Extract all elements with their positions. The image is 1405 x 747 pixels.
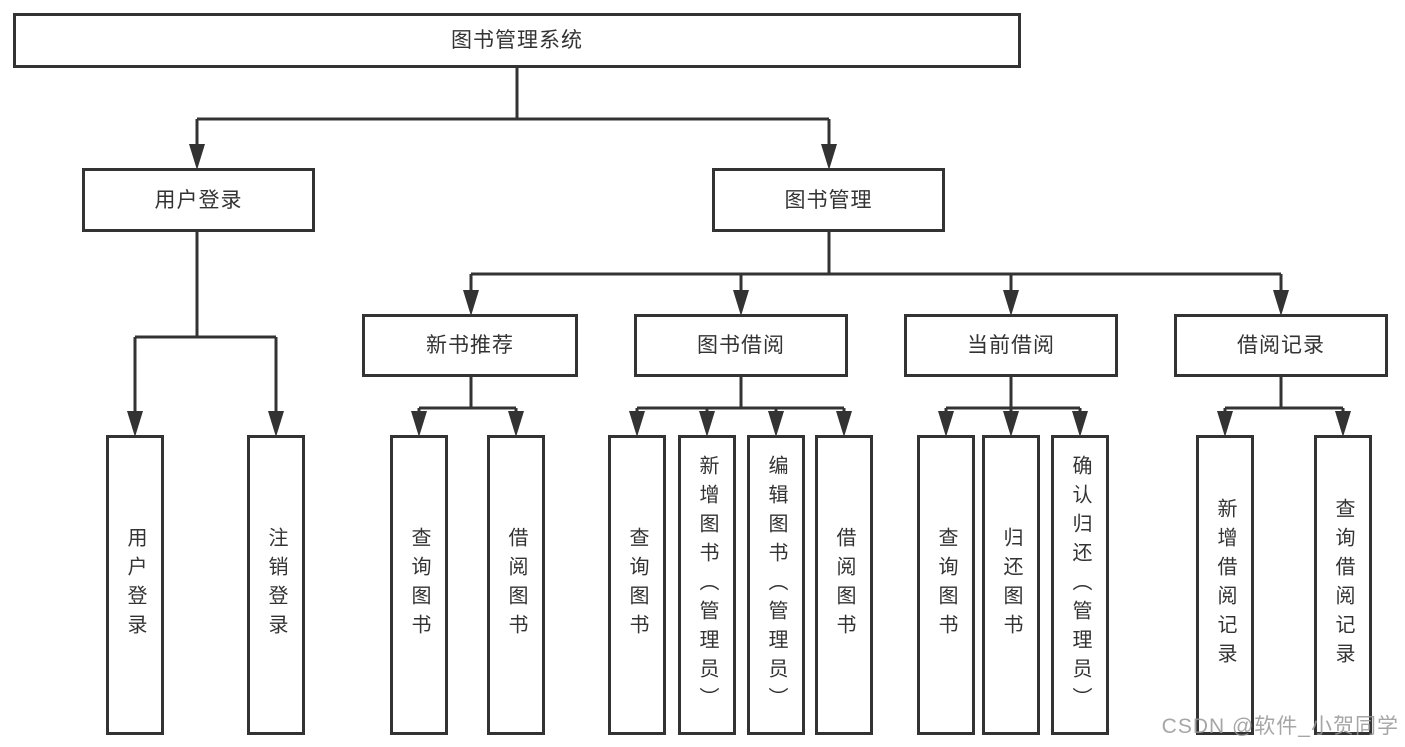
leaf-borrow-books: 借阅图书 bbox=[815, 435, 873, 735]
node-label: 归还图书 bbox=[1000, 527, 1022, 643]
csdn-watermark: CSDN @软件_小贺同学 bbox=[1161, 715, 1399, 738]
leaf-query-books-current: 查询图书 bbox=[917, 435, 975, 735]
node-label: 用户登录 bbox=[124, 527, 146, 643]
node-new-book-recommend: 新书推荐 bbox=[362, 314, 578, 377]
leaf-confirm-return-admin: 确认归还（管理员） bbox=[1051, 435, 1109, 735]
node-label: 新增借阅记录 bbox=[1214, 498, 1236, 672]
node-label: 借阅图书 bbox=[833, 527, 855, 643]
node-user-login: 用户登录 bbox=[82, 168, 315, 232]
leaf-add-book-admin: 新增图书（管理员） bbox=[678, 435, 736, 735]
node-label: 新书推荐 bbox=[426, 334, 514, 357]
node-label: 当前借阅 bbox=[967, 334, 1055, 357]
node-label: 注销登录 bbox=[265, 527, 287, 643]
node-label: 查询图书 bbox=[408, 527, 430, 643]
leaf-logout: 注销登录 bbox=[247, 435, 305, 735]
node-label: 查询借阅记录 bbox=[1332, 498, 1354, 672]
node-label: 查询图书 bbox=[935, 527, 957, 643]
node-label: 查询图书 bbox=[626, 527, 648, 643]
leaf-query-books-borrow: 查询图书 bbox=[608, 435, 666, 735]
node-label: 用户登录 bbox=[154, 188, 243, 212]
leaf-borrow-books-recommend: 借阅图书 bbox=[487, 435, 545, 735]
leaf-query-borrow-record: 查询借阅记录 bbox=[1314, 435, 1372, 735]
node-label: 图书借阅 bbox=[697, 334, 785, 357]
node-book-management: 图书管理 bbox=[712, 168, 945, 232]
leaf-return-books: 归还图书 bbox=[982, 435, 1040, 735]
node-library-management-system: 图书管理系统 bbox=[13, 13, 1021, 68]
node-current-borrow: 当前借阅 bbox=[904, 314, 1118, 377]
node-book-borrow: 图书借阅 bbox=[634, 314, 848, 377]
node-label: 图书管理系统 bbox=[451, 29, 583, 52]
node-label: 确认归还（管理员） bbox=[1069, 454, 1091, 716]
node-label: 新增图书（管理员） bbox=[696, 454, 718, 716]
leaf-user-login: 用户登录 bbox=[106, 435, 164, 735]
leaf-add-borrow-record: 新增借阅记录 bbox=[1196, 435, 1254, 735]
node-label: 图书管理 bbox=[784, 188, 873, 212]
leaf-query-books-recommend: 查询图书 bbox=[390, 435, 448, 735]
node-label: 借阅图书 bbox=[505, 527, 527, 643]
node-borrow-records: 借阅记录 bbox=[1174, 314, 1388, 377]
node-label: 编辑图书（管理员） bbox=[765, 454, 787, 716]
node-label: 借阅记录 bbox=[1237, 334, 1325, 357]
leaf-edit-book-admin: 编辑图书（管理员） bbox=[747, 435, 805, 735]
